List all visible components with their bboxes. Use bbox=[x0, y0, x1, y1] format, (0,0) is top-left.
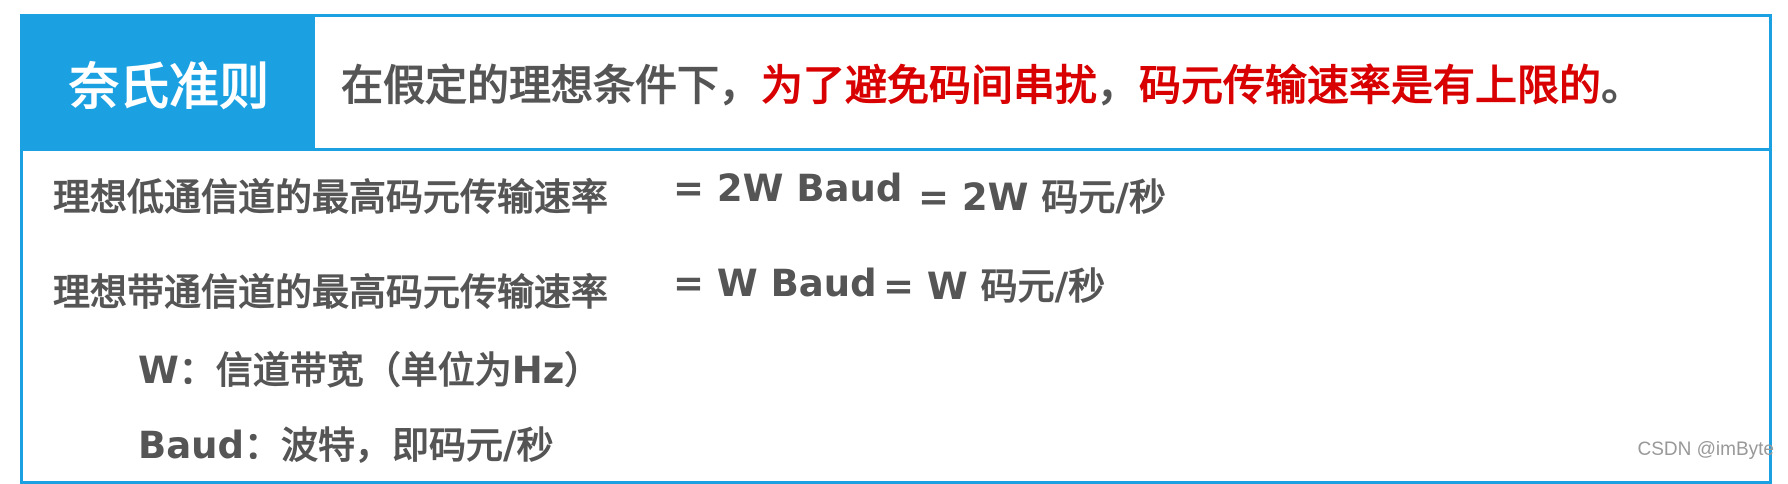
header-prefix: 在假定的理想条件下， bbox=[341, 61, 762, 110]
bandpass-symbol-rate: = W 码元/秒 bbox=[883, 265, 1106, 308]
header-highlight-rate-limit: 码元传输速率是有上限的 bbox=[1139, 61, 1602, 110]
header-comma: ， bbox=[1097, 61, 1140, 110]
slide-frame: 奈氏准则 在假定的理想条件下， 为了避免码间串扰 ， 码元传输速率是有上限的 。… bbox=[20, 14, 1772, 484]
header-statement: 在假定的理想条件下， 为了避免码间串扰 ， 码元传输速率是有上限的 。 bbox=[341, 17, 1643, 148]
bandpass-label: 理想带通信道的最高码元传输速率 bbox=[53, 271, 608, 314]
bandpass-baud-value: = W Baud bbox=[673, 262, 877, 305]
watermark: CSDN @imByte bbox=[1637, 439, 1774, 460]
lowpass-baud-value: = 2W Baud bbox=[673, 167, 903, 210]
header-bar: 奈氏准则 在假定的理想条件下， 为了避免码间串扰 ， 码元传输速率是有上限的 。 bbox=[23, 17, 1769, 151]
note-baud: Baud：波特，即码元/秒 bbox=[138, 424, 554, 467]
header-highlight-isi: 为了避免码间串扰 bbox=[761, 61, 1098, 110]
lowpass-label: 理想低通信道的最高码元传输速率 bbox=[53, 176, 608, 219]
lowpass-rate-line: 理想低通信道的最高码元传输速率 = 2W Baud = 2W 码元/秒 bbox=[53, 167, 1166, 227]
bandpass-rate-line: 理想带通信道的最高码元传输速率 = W Baud = W 码元/秒 bbox=[53, 262, 1153, 322]
header-period: 。 bbox=[1601, 61, 1644, 110]
slide-title: 奈氏准则 bbox=[23, 17, 315, 148]
note-bandwidth: W：信道带宽（单位为Hz） bbox=[138, 349, 602, 392]
lowpass-symbol-rate: = 2W 码元/秒 bbox=[918, 176, 1166, 219]
